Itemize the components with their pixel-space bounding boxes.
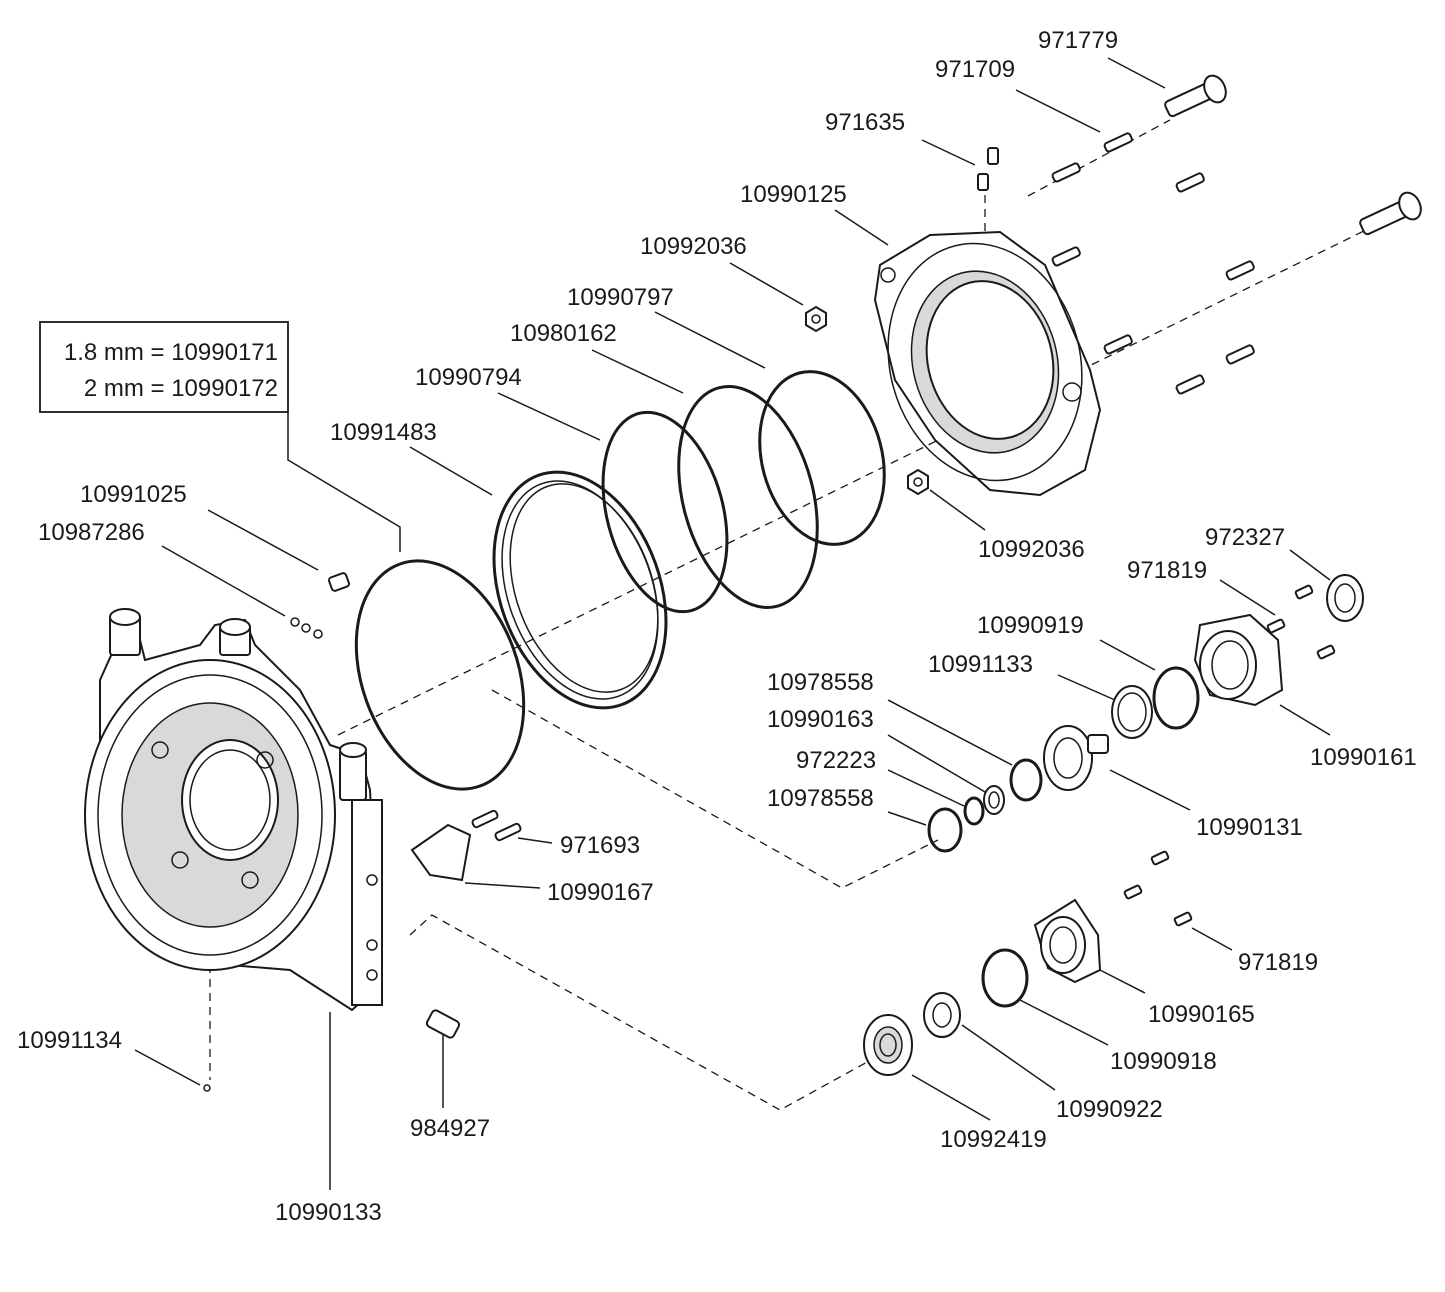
nut-10992036-right <box>907 468 929 496</box>
label-10990797: 10990797 <box>567 284 674 311</box>
ring-10990163 <box>983 785 1005 815</box>
label-10990922: 10990922 <box>1056 1096 1163 1123</box>
label-10991134: 10991134 <box>17 1027 122 1054</box>
o-ring-10990918 <box>981 948 1029 1008</box>
screws-971819-bottom <box>1123 850 1193 927</box>
label-10991133: 10991133 <box>928 651 1033 678</box>
label-10992036-right: 10992036 <box>978 536 1085 563</box>
label-10992036-top: 10992036 <box>640 233 747 260</box>
label-10990918: 10990918 <box>1110 1048 1217 1075</box>
cap-screw-971779-b <box>1359 191 1422 236</box>
label-971635: 971635 <box>825 109 905 136</box>
spacer-10990922 <box>923 992 961 1038</box>
main-housing <box>84 608 383 1012</box>
cover-10990125 <box>873 230 1102 497</box>
cap-screw-971779 <box>1164 74 1227 118</box>
screws-971709 <box>1051 132 1255 395</box>
label-10990919: 10990919 <box>977 612 1084 639</box>
dowel-984927 <box>425 1009 461 1039</box>
main-assembly-axis <box>337 227 1371 736</box>
nut-10992036-top <box>805 305 827 333</box>
bracket-10990167 <box>410 823 472 882</box>
leader-lines <box>134 57 1331 1190</box>
callout-line-2: 2 mm = 10990172 <box>84 375 278 402</box>
label-971819-bottom: 971819 <box>1238 949 1318 976</box>
drain-plug-10991134 <box>203 1084 211 1092</box>
label-10990167: 10990167 <box>547 879 654 906</box>
label-10990794: 10990794 <box>415 364 522 391</box>
callout-leader <box>287 412 401 552</box>
label-10990125: 10990125 <box>740 181 847 208</box>
o-rings-10987286 <box>290 617 323 639</box>
seal-ring-10990794 <box>492 470 668 710</box>
bearing-cap-10990165 <box>1033 898 1102 984</box>
screws-971693 <box>471 809 522 842</box>
label-10991025: 10991025 <box>80 481 187 508</box>
label-971709: 971709 <box>935 56 1015 83</box>
bearing-cap-10990161 <box>1193 613 1284 707</box>
pins-971635 <box>977 147 999 191</box>
screws-971819-top <box>1266 584 1336 660</box>
label-10991483: 10991483 <box>330 419 437 446</box>
bushing-10991133 <box>1111 685 1153 739</box>
washer-10978558-b <box>927 807 963 853</box>
pinion-gear-10990131 <box>1043 725 1109 791</box>
seal-972327 <box>1326 574 1364 622</box>
label-10987286: 10987286 <box>38 519 145 546</box>
label-10978558-b: 10978558 <box>767 785 874 812</box>
label-10990131: 10990131 <box>1196 814 1303 841</box>
shim-ring-10991483-group <box>354 559 526 791</box>
label-10990165: 10990165 <box>1148 1001 1255 1028</box>
plug-10991025 <box>327 572 351 592</box>
washer-10978558-a <box>1009 758 1043 802</box>
thickness-callout-box <box>39 321 289 413</box>
label-10990161: 10990161 <box>1310 744 1417 771</box>
o-ring-10990919 <box>1152 666 1200 730</box>
label-984927: 984927 <box>410 1115 490 1142</box>
o-ring-10990797-b <box>758 370 886 546</box>
label-10980162: 10980162 <box>510 320 617 347</box>
label-971779: 971779 <box>1038 27 1118 54</box>
label-971819-top: 971819 <box>1127 557 1207 584</box>
bearing-10992419 <box>863 1014 913 1076</box>
label-971693: 971693 <box>560 832 640 859</box>
label-972327: 972327 <box>1205 524 1285 551</box>
o-ring-10990797 <box>677 385 819 609</box>
o-ring-10980162 <box>601 410 729 614</box>
label-972223: 972223 <box>796 747 876 774</box>
callout-line-1: 1.8 mm = 10990171 <box>64 339 278 366</box>
label-10992419: 10992419 <box>940 1126 1047 1153</box>
label-10990133: 10990133 <box>275 1199 382 1226</box>
circlip-972223 <box>963 796 985 826</box>
label-10990163: 10990163 <box>767 706 874 733</box>
label-10978558-a: 10978558 <box>767 669 874 696</box>
bearing-axis <box>409 914 881 1111</box>
